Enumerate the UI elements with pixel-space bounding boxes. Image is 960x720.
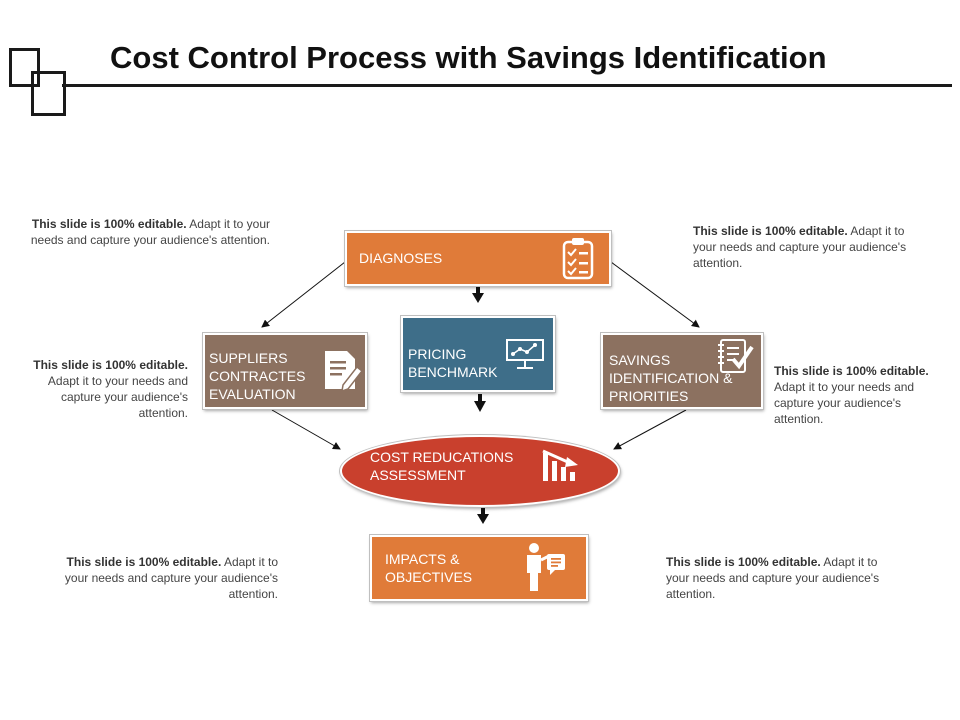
note-top-left-text: Adapt it to your needs and capture your … <box>30 217 270 247</box>
arrow-pricing-to-cost <box>474 394 486 412</box>
node-diagnoses[interactable]: DIAGNOSES <box>345 231 611 286</box>
note-top-left: This slide is 100% editable. Adapt it to… <box>30 216 270 248</box>
node-diagnoses-label: DIAGNOSES <box>359 250 443 266</box>
node-pricing-label: PRICING BENCHMARK <box>408 346 498 380</box>
page-title: Cost Control Process with Savings Identi… <box>110 40 827 75</box>
document-pencil-icon <box>325 351 363 393</box>
note-mid-left-bold: This slide is 100% editable. <box>33 358 188 372</box>
logo-square-front <box>31 71 66 116</box>
logo-square-back <box>9 48 40 87</box>
note-bottom-left: This slide is 100% editable. Adapt it to… <box>40 554 278 602</box>
note-bottom-right-text: Adapt it to your needs and capture your … <box>666 555 880 601</box>
node-cost-label: COST REDUCATIONS ASSESSMENT <box>370 449 514 483</box>
presentation-chart-icon <box>506 339 544 369</box>
arrow-cost-to-impacts <box>477 508 489 524</box>
note-mid-right: This slide is 100% editable. Adapt it to… <box>774 363 952 427</box>
node-impacts[interactable]: IMPACTS & OBJECTIVES <box>370 535 588 601</box>
note-mid-left-text: Adapt it to your needs and capture your … <box>47 374 188 420</box>
note-bottom-right: This slide is 100% editable. Adapt it to… <box>666 554 896 602</box>
note-top-right-text: Adapt it to your needs and capture your … <box>693 224 907 270</box>
node-pricing[interactable]: PRICING BENCHMARK <box>401 316 555 392</box>
note-bottom-left-bold: This slide is 100% editable. <box>66 555 222 569</box>
node-savings-label: SAVINGS IDENTIFICATION & PRIORITIES <box>609 352 733 404</box>
node-suppliers-label: SUPPLIERS CONTRACTES EVALUATION <box>209 350 306 402</box>
arrow-diagnoses-to-suppliers <box>261 261 346 328</box>
arrow-diagnoses-to-pricing <box>472 286 484 303</box>
note-mid-right-text: Adapt it to your needs and capture your … <box>774 380 915 426</box>
note-mid-right-bold: This slide is 100% editable. <box>774 364 929 378</box>
node-savings[interactable]: SAVINGS IDENTIFICATION & PRIORITIES <box>601 333 763 409</box>
declining-bar-chart-icon <box>542 449 578 481</box>
title-rule <box>62 84 952 87</box>
node-cost[interactable]: COST REDUCATIONS ASSESSMENT <box>340 435 620 507</box>
arrow-suppliers-to-cost <box>271 409 341 450</box>
note-bottom-right-bold: This slide is 100% editable. <box>666 555 821 569</box>
node-impacts-label: IMPACTS & OBJECTIVES <box>385 551 473 585</box>
node-suppliers[interactable]: SUPPLIERS CONTRACTES EVALUATION <box>203 333 367 409</box>
note-bottom-left-text: Adapt it to your needs and capture your … <box>64 555 278 601</box>
notebook-check-icon <box>718 339 754 373</box>
arrow-savings-to-cost <box>613 409 687 450</box>
note-mid-left: This slide is 100% editable. Adapt it to… <box>30 357 188 421</box>
arrow-diagnoses-to-savings <box>610 261 700 328</box>
note-top-right-bold: This slide is 100% editable. <box>693 224 848 238</box>
note-top-left-bold: This slide is 100% editable. <box>31 217 187 231</box>
clipboard-checklist-icon <box>562 238 594 280</box>
note-top-right: This slide is 100% editable. Adapt it to… <box>693 223 923 271</box>
presenter-speech-icon <box>527 543 565 591</box>
